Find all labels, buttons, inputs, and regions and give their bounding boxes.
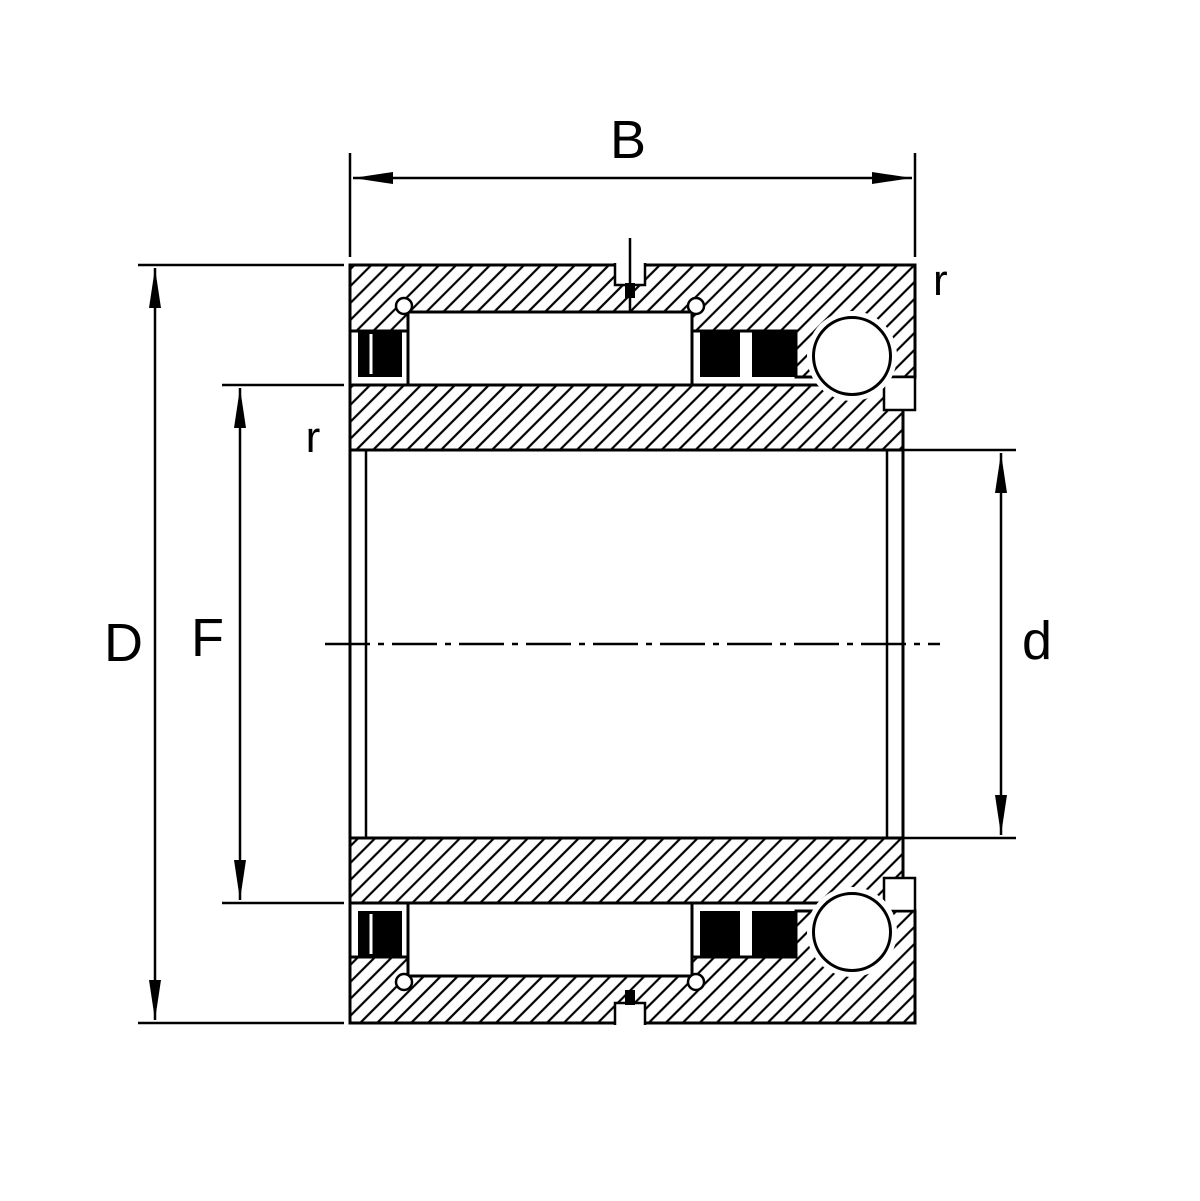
- ball-lower: [812, 892, 892, 972]
- lube-groove-lower: [615, 1003, 645, 1025]
- cage-pin-lower-left: [394, 972, 414, 992]
- dim-label-B: B: [610, 110, 646, 170]
- outer-ring-recess-upper: [882, 375, 917, 412]
- dim-label-D: D: [104, 613, 143, 673]
- spacer-upper-a: [700, 331, 740, 377]
- dim-label-r-inner: r: [306, 413, 321, 462]
- seal-upper-left: [358, 331, 402, 377]
- spacer-lower-b: [752, 911, 796, 957]
- ball-upper: [812, 316, 892, 396]
- bearing-lower-section: [348, 836, 917, 1025]
- inner-ring-upper: [348, 383, 905, 452]
- needle-roller-upper: [406, 310, 694, 387]
- cage-pin-lower-right: [686, 972, 706, 992]
- cage-pin-upper-left: [394, 296, 414, 316]
- outer-ring-recess-lower: [882, 876, 917, 913]
- dim-label-d: d: [1022, 611, 1052, 671]
- inner-ring-lower: [348, 836, 905, 905]
- bearing-upper-section: [348, 238, 917, 452]
- dim-label-r-outer: r: [933, 256, 948, 305]
- dim-label-F: F: [191, 608, 224, 668]
- spacer-upper-b: [752, 331, 796, 377]
- needle-roller-lower: [406, 901, 694, 978]
- dimensions: B D F d r r: [104, 110, 1052, 1025]
- spacer-lower-a: [700, 911, 740, 957]
- cage-pin-upper-right: [686, 296, 706, 316]
- lube-hole-lower: [625, 990, 635, 1005]
- seal-lower-left: [358, 911, 402, 957]
